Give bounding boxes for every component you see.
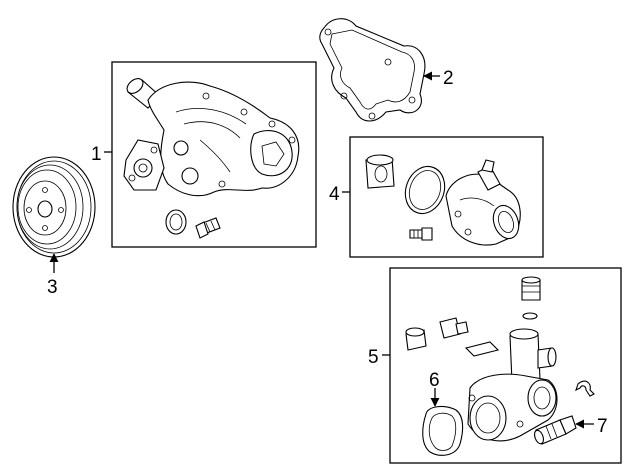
pulley <box>12 156 96 258</box>
clip <box>464 341 500 357</box>
o-ring <box>165 209 187 235</box>
bolt <box>195 217 221 239</box>
retaining-clip <box>575 380 595 397</box>
callout-3: 3 <box>47 277 58 298</box>
housing-gasket <box>422 405 464 456</box>
fitting-o-ring <box>522 312 538 320</box>
callout-7: 7 <box>597 416 608 437</box>
sensor <box>439 317 469 339</box>
callout-6: 6 <box>429 370 440 391</box>
temperature-sensor <box>533 415 577 445</box>
callout-1: 1 <box>91 144 102 165</box>
thermostat-seal <box>404 165 446 215</box>
thermostat-housing <box>445 159 521 246</box>
callout-5: 5 <box>368 347 379 368</box>
plug <box>405 327 427 351</box>
outlet-housing <box>467 328 558 442</box>
thermostat <box>365 154 395 189</box>
callout-4: 4 <box>329 184 340 205</box>
fitting <box>521 276 541 301</box>
water-pump <box>123 78 300 197</box>
thermostat-bolt <box>409 227 433 241</box>
gasket <box>319 18 426 122</box>
callout-2: 2 <box>443 68 454 89</box>
